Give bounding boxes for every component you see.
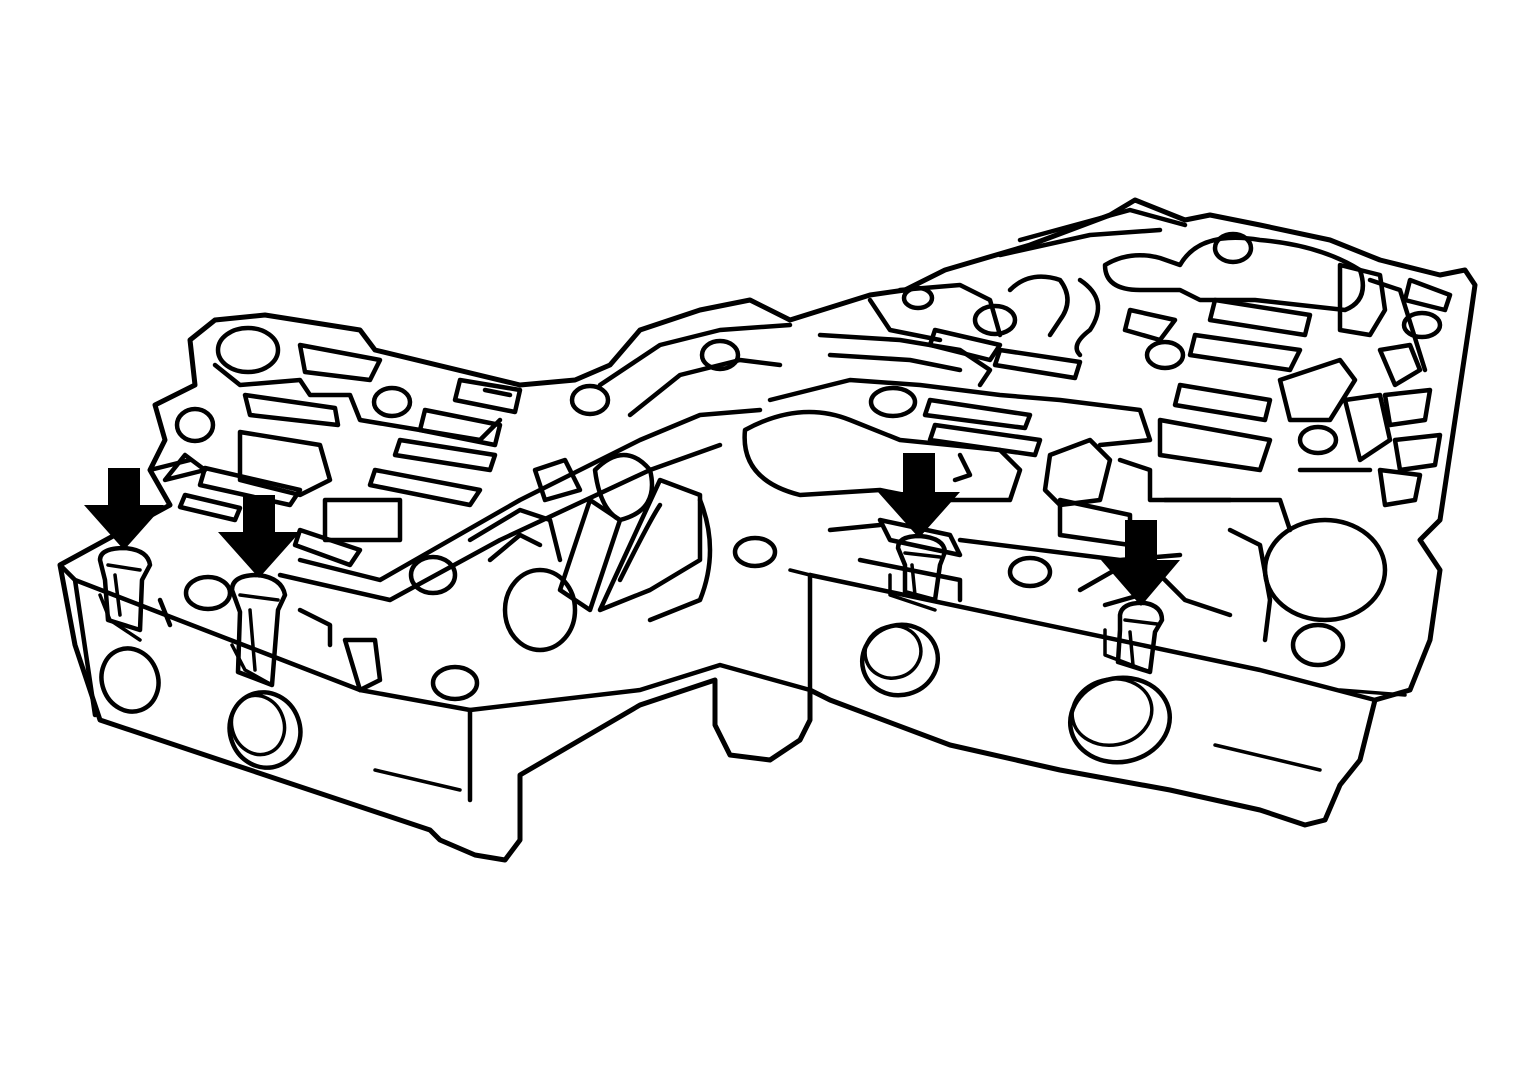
retainer-clip-2 (229, 572, 288, 688)
casting-side-faces (57, 562, 1407, 803)
valve-body-outline (57, 197, 1478, 863)
down-arrow-icon (218, 495, 300, 578)
retainer-clip-3 (888, 533, 948, 612)
down-arrow-icon (1101, 520, 1180, 606)
down-arrow-icon (878, 453, 960, 538)
arrow-4 (1101, 520, 1180, 606)
retainer-clip-4 (1103, 600, 1165, 675)
front-bores (99, 622, 1173, 770)
arrow-3 (878, 453, 960, 538)
arrow-1 (84, 468, 164, 550)
top-face-bores (174, 231, 1443, 702)
down-arrow-icon (84, 468, 164, 550)
arrow-2 (218, 495, 300, 578)
oil-passages (147, 207, 1453, 693)
retainer-clip-1 (97, 545, 153, 642)
